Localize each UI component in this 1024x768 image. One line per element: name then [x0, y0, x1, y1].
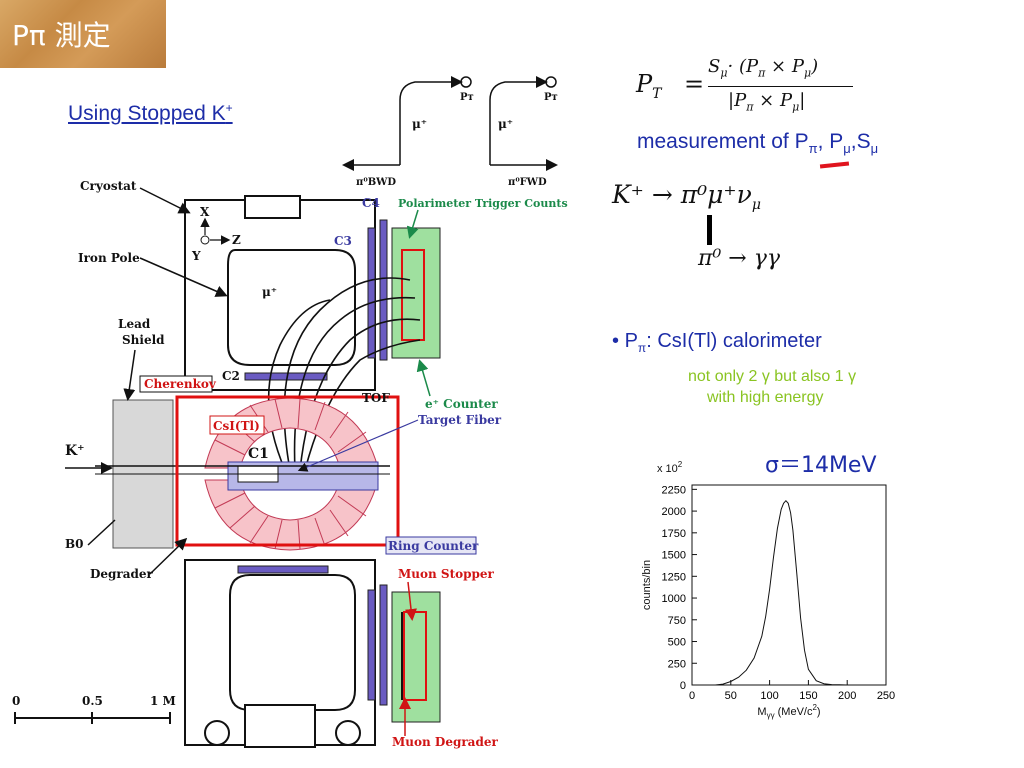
cryostat-top-box — [244, 195, 301, 219]
decay-formula-1: K⁺ → π⁰μ⁺νμ — [612, 180, 761, 213]
sigma-value: σ＝14MeV — [765, 453, 877, 478]
label-target-fiber: Target Fiber — [418, 413, 502, 427]
label-csi: CsI(Tl) — [213, 419, 260, 433]
polarimeter-upper-inner — [401, 249, 425, 341]
y-ticks: 0 250 500 750 1000 1250 1500 1750 2000 2250 — [662, 484, 697, 692]
chamber-c4-lower — [379, 584, 388, 706]
iron-pole-lower — [229, 574, 356, 711]
label-muon-stopper: Muon Stopper — [398, 567, 495, 581]
trajectory-sketch-right — [489, 76, 558, 171]
measurement-text: measurement of Pπ, Pμ,Sμ — [637, 130, 879, 157]
chamber-c3-lower — [367, 589, 376, 701]
y-multiplier: x 102 — [657, 460, 683, 475]
pt-formula: PT = Sμ· (Pπ × Pμ) |Pπ × Pμ| — [636, 56, 866, 118]
scale-1m: 1 M — [150, 694, 176, 708]
label-c3: C3 — [334, 234, 352, 248]
label-tof: TOF — [362, 391, 390, 405]
label-bwd: π⁰BWD — [356, 177, 396, 188]
subtitle: Using Stopped K+ — [68, 101, 233, 125]
ring-counter-box — [385, 536, 477, 555]
label-cryostat: Cryostat — [80, 179, 137, 193]
y-tick-label: 750 — [668, 615, 686, 627]
x-tick-label: 150 — [799, 690, 817, 702]
label-e-counter: e⁺ Counter — [425, 397, 498, 411]
histogram-curve — [715, 499, 848, 686]
x-tick-label: 50 — [725, 690, 737, 702]
label-cherenkov: Cherenkov — [144, 377, 217, 391]
y-tick-label: 1500 — [662, 550, 686, 562]
label-polarimeter: Polarimeter Trigger Counts — [398, 197, 568, 210]
label-ring-counter: Ring Counter — [388, 539, 479, 553]
y-tick-label: 2250 — [662, 484, 686, 496]
label-mu-plus-top2: μ⁺ — [498, 117, 513, 131]
x-tick-label: 200 — [838, 690, 856, 702]
label-pt-b: Pᴛ — [544, 92, 558, 103]
label-fwd: π⁰FWD — [508, 177, 547, 188]
label-mu-plus-top: μ⁺ — [412, 117, 427, 131]
bullet-calorimeter: • Pπ: CsI(Tl) calorimeter — [612, 330, 822, 355]
iron-yoke-outline — [184, 199, 376, 746]
y-axis-label: counts/bin — [641, 560, 653, 610]
decay-formula-2: π⁰ → γγ — [698, 246, 780, 271]
lower-base — [244, 704, 316, 748]
detector-diagram: Cryostat Iron Pole Lead Shield Cherenkov… — [12, 76, 568, 749]
label-lead-shield-2: Shield — [122, 333, 165, 347]
label-lead-shield-1: Lead — [118, 317, 151, 331]
label-b0: B0 — [65, 537, 84, 551]
label-degrader: Degrader — [90, 567, 154, 581]
label-c2: C2 — [222, 369, 240, 383]
iron-pole-upper — [227, 249, 356, 366]
y-tick-label: 1750 — [662, 528, 686, 540]
mass-histogram: x 102 0250500750100012501500175020002250… — [641, 460, 895, 720]
y-tick-label: 0 — [680, 680, 686, 692]
chamber-c3 — [367, 227, 376, 359]
connector-bar — [707, 215, 712, 245]
red-underline-mark — [819, 161, 850, 169]
label-iron-pole: Iron Pole — [78, 251, 140, 265]
y-tick-label: 500 — [668, 637, 686, 649]
plot-frame — [691, 484, 887, 686]
label-c4: C4 — [362, 196, 380, 210]
x-tick-label: 250 — [877, 690, 895, 702]
slide-title: Pπ 測定 — [0, 0, 166, 68]
polarimeter-upper — [391, 227, 441, 359]
csi-highlight-box — [175, 395, 400, 547]
label-muon-degrader: Muon Degrader — [392, 735, 498, 749]
y-tick-label: 1000 — [662, 593, 686, 605]
lower-wheel-1 — [204, 720, 230, 746]
scale-05: 0.5 — [82, 694, 103, 708]
label-axis-x: X — [200, 205, 210, 219]
chamber-c4 — [379, 219, 388, 361]
x-tick-label: 100 — [760, 690, 778, 702]
scale-0: 0 — [12, 694, 20, 708]
label-mu-plus-mid: μ⁺ — [262, 285, 277, 299]
y-tick-label: 2000 — [662, 506, 686, 518]
label-kplus: K⁺ — [65, 443, 85, 459]
lower-wheel-2 — [335, 720, 361, 746]
y-tick-label: 250 — [668, 658, 686, 670]
chamber-c2-lower — [237, 565, 329, 574]
x-axis-label: Mγγ (MeV/c2) — [757, 703, 820, 720]
label-axis-y: Y — [191, 249, 201, 263]
x-ticks: 0 50 100 150 200 250 — [689, 680, 895, 702]
x-tick-label: 0 — [689, 690, 695, 702]
label-c1: C1 — [248, 446, 269, 462]
label-pt-a: Pᴛ — [460, 92, 474, 103]
y-tick-label: 1250 — [662, 571, 686, 583]
label-axis-z: Z — [232, 233, 241, 247]
trajectory-sketch-left — [342, 76, 472, 171]
